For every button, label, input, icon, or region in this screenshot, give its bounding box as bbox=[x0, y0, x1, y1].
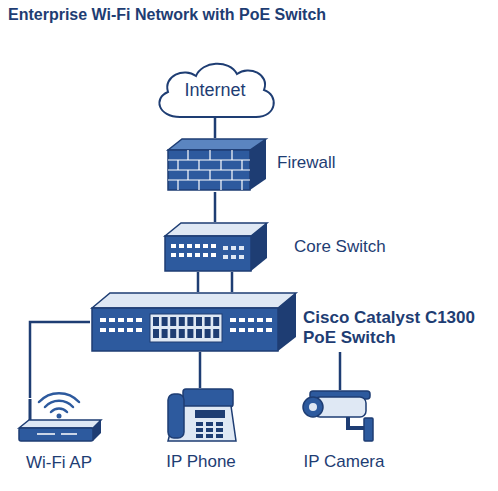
access-point-icon: Wi-Fi AP bbox=[15, 398, 103, 442]
poe-switch-icon: Cisco Catalyst C1300 PoE Switch bbox=[90, 292, 298, 352]
firewall-icon: Firewall bbox=[166, 138, 268, 192]
node-label: Wi-Fi AP bbox=[0, 453, 119, 473]
firewall-icon-shape bbox=[166, 138, 268, 192]
ip-phone-icon-shape bbox=[165, 388, 237, 442]
network-link bbox=[339, 352, 342, 390]
ip-camera-icon-shape bbox=[296, 390, 378, 442]
internet-cloud: Internet bbox=[150, 58, 280, 118]
node-label: Cisco Catalyst C1300 PoE Switch bbox=[303, 308, 488, 349]
network-link bbox=[197, 272, 200, 292]
core-switch-icon-shape bbox=[163, 222, 269, 272]
network-link bbox=[214, 192, 217, 222]
core-switch-icon: Core Switch bbox=[163, 222, 269, 272]
diagram-title: Enterprise Wi-Fi Network with PoE Switch bbox=[8, 6, 326, 24]
access-point-icon-shape bbox=[15, 398, 103, 442]
network-link bbox=[231, 272, 234, 292]
node-label: Internet bbox=[150, 80, 280, 102]
node-label: IP Phone bbox=[141, 452, 261, 472]
ip-camera-icon: IP Camera bbox=[296, 390, 378, 442]
network-link bbox=[30, 322, 90, 398]
node-label: Firewall bbox=[277, 153, 387, 173]
node-label: Core Switch bbox=[294, 237, 424, 257]
network-link bbox=[199, 352, 202, 388]
node-label: IP Camera bbox=[284, 452, 404, 472]
poe-switch-icon-shape bbox=[90, 292, 298, 352]
ip-phone-icon: IP Phone bbox=[165, 388, 237, 442]
network-link bbox=[214, 118, 217, 138]
